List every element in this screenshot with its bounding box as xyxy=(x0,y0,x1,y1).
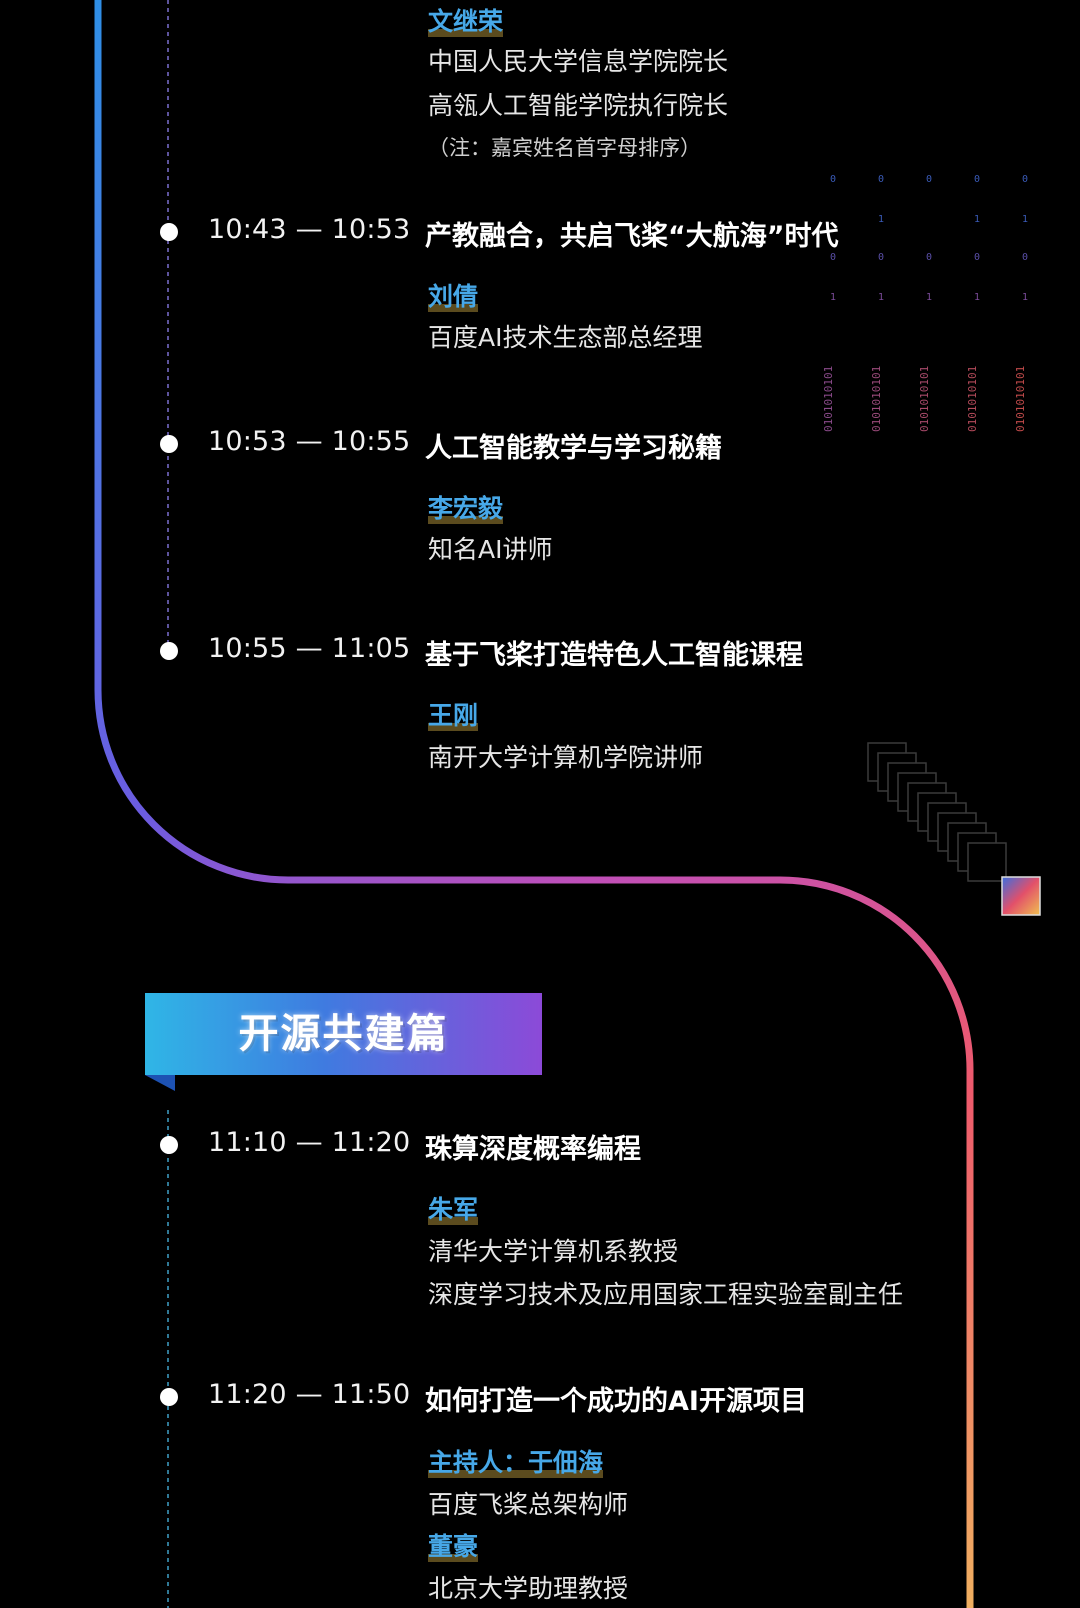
speaker-name: 王刚 xyxy=(428,701,479,731)
session-time: 11:10 — 11:20 xyxy=(208,1127,411,1158)
svg-text:0: 0 xyxy=(830,174,836,185)
speaker-role: 高瓴人工智能学院执行院长 xyxy=(428,91,729,120)
svg-text:1: 1 xyxy=(926,292,932,303)
speaker-role: 深度学习技术及应用国家工程实验室副主任 xyxy=(428,1280,904,1309)
svg-text:0: 0 xyxy=(1022,174,1028,185)
svg-text:1: 1 xyxy=(878,214,884,225)
svg-text:1: 1 xyxy=(1022,292,1028,303)
session-time: 10:55 — 11:05 xyxy=(208,633,411,664)
speaker-role: 百度AI技术生态部总经理 xyxy=(428,323,703,352)
speaker-role: 知名AI讲师 xyxy=(428,535,553,564)
svg-text:0101010101: 0101010101 xyxy=(870,366,883,432)
speaker-role: 北京大学助理教授 xyxy=(428,1574,629,1603)
session-title: 人工智能教学与学习秘籍 xyxy=(425,433,722,464)
svg-text:0: 0 xyxy=(926,174,932,185)
svg-text:0: 0 xyxy=(1022,252,1028,263)
timeline-curve xyxy=(94,0,974,1608)
speaker-role: 清华大学计算机系教授 xyxy=(428,1237,679,1266)
section-banner: 开源共建篇 xyxy=(145,993,542,1075)
speaker-name: 文继荣 xyxy=(428,7,504,37)
timeline-dot xyxy=(160,1136,178,1154)
svg-text:0: 0 xyxy=(878,252,884,263)
timeline-dot xyxy=(160,1388,178,1406)
session-time: 10:53 — 10:55 xyxy=(208,426,411,457)
speaker-name: 李宏毅 xyxy=(428,494,504,524)
svg-text:0101010101: 0101010101 xyxy=(822,366,835,432)
svg-text:1: 1 xyxy=(1022,214,1028,225)
svg-text:1: 1 xyxy=(830,292,836,303)
speaker-name: 朱军 xyxy=(428,1195,479,1225)
session-title: 基于飞桨打造特色人工智能课程 xyxy=(425,640,803,671)
host-name: 主持人：于佃海 xyxy=(428,1448,604,1478)
session-title: 产教融合，共启飞桨“大航海”时代 xyxy=(425,221,839,252)
stacked-squares-decoration xyxy=(867,742,1041,916)
svg-text:0: 0 xyxy=(926,252,932,263)
binary-decoration: 0 0 0 0 0 1 1 1 0 0 0 0 0 1 1 1 1 1 0101010101 0101010… xyxy=(822,174,1028,432)
section-banner-title: 开源共建篇 xyxy=(238,1011,449,1057)
binary-columns: 0101010101 0101010101 0101010101 0101010… xyxy=(822,366,1027,432)
sort-note: （注：嘉宾姓名首字母排序） xyxy=(428,136,701,160)
svg-text:1: 1 xyxy=(878,292,884,303)
speaker-name: 刘倩 xyxy=(428,282,479,312)
svg-text:0101010101: 0101010101 xyxy=(966,366,979,432)
svg-text:1: 1 xyxy=(974,214,980,225)
session-time: 10:43 — 10:53 xyxy=(208,214,411,245)
session-title: 珠算深度概率编程 xyxy=(425,1134,641,1165)
session-time: 11:20 — 11:50 xyxy=(208,1379,411,1410)
svg-text:0101010101: 0101010101 xyxy=(1014,366,1027,432)
svg-text:0101010101: 0101010101 xyxy=(918,366,931,432)
svg-text:0: 0 xyxy=(974,252,980,263)
speaker-role: 中国人民大学信息学院院长 xyxy=(428,47,729,76)
timeline-dot xyxy=(160,223,178,241)
speaker-name: 董豪 xyxy=(428,1532,479,1562)
timeline-dot xyxy=(160,642,178,660)
svg-text:1: 1 xyxy=(974,292,980,303)
session-title: 如何打造一个成功的AI开源项目 xyxy=(425,1386,807,1417)
timeline-dot xyxy=(160,435,178,453)
speaker-role: 南开大学计算机学院讲师 xyxy=(428,743,704,772)
banner-fold xyxy=(145,1075,175,1091)
svg-text:0: 0 xyxy=(974,174,980,185)
host-role: 百度飞桨总架构师 xyxy=(428,1490,629,1519)
svg-text:0: 0 xyxy=(830,252,836,263)
svg-text:0: 0 xyxy=(878,174,884,185)
